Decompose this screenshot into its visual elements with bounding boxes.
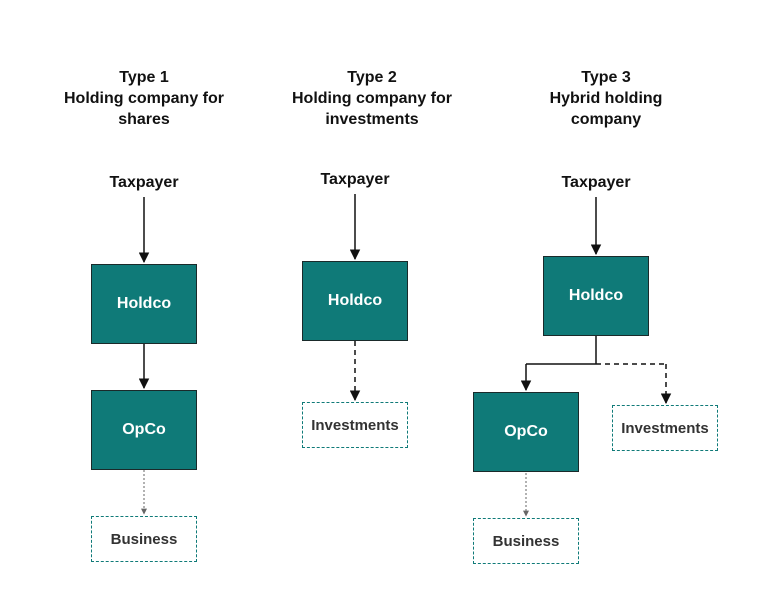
type1-title-line1: Type 1 bbox=[119, 69, 169, 86]
type2-title-line2: Holding company for bbox=[292, 90, 452, 107]
type2-taxpayer: Taxpayer bbox=[320, 171, 390, 188]
type1-title-line2: Holding company for bbox=[64, 90, 224, 107]
type3-opco-box: OpCo bbox=[473, 392, 579, 472]
type1-title-line3: shares bbox=[118, 111, 170, 128]
type3-taxpayer: Taxpayer bbox=[561, 174, 631, 191]
type3-holdco-box: Holdco bbox=[543, 256, 649, 336]
type2-title-line1: Type 2 bbox=[347, 69, 397, 86]
type3-business-box: Business bbox=[473, 518, 579, 564]
type3-title: Type 3 Hybrid holding company bbox=[506, 67, 706, 130]
type2-investments-box: Investments bbox=[302, 402, 408, 448]
type3-title-line3: company bbox=[570, 111, 642, 128]
type3-investments-box: Investments bbox=[612, 405, 718, 451]
type2-title-line3: investments bbox=[325, 111, 419, 128]
type1-business-box: Business bbox=[91, 516, 197, 562]
type1-holdco-box: Holdco bbox=[91, 264, 197, 344]
type2-holdco-box: Holdco bbox=[302, 261, 408, 341]
type1-title: Type 1 Holding company for shares bbox=[44, 67, 244, 130]
type1-opco-box: OpCo bbox=[91, 390, 197, 470]
type2-title: Type 2 Holding company for investments bbox=[262, 67, 482, 130]
type3-title-line2: Hybrid holding bbox=[549, 90, 663, 107]
type1-taxpayer: Taxpayer bbox=[109, 174, 179, 191]
type3-title-line1: Type 3 bbox=[581, 69, 631, 86]
